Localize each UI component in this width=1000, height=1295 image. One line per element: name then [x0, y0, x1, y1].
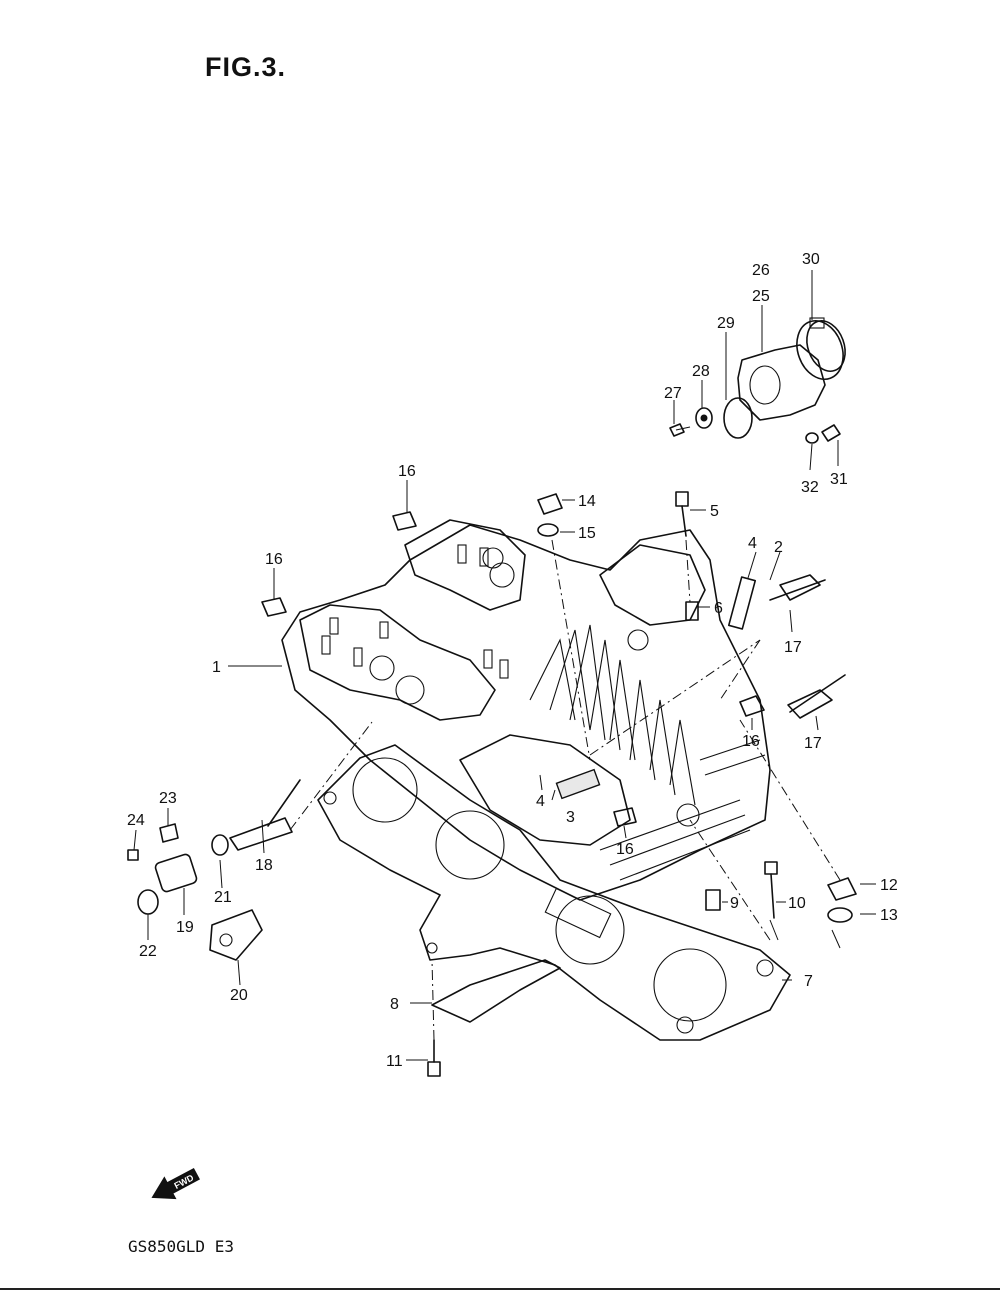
callout-31: 31 — [830, 471, 848, 488]
intake-pipe-assembly — [669, 317, 846, 444]
callout-2: 2 — [774, 539, 783, 556]
cylinder-head — [281, 519, 771, 901]
callout-30: 30 — [802, 251, 820, 268]
callout-27: 27 — [664, 385, 682, 402]
callout-10: 10 — [788, 895, 806, 912]
callout-18: 18 — [255, 857, 273, 874]
callout-12: 12 — [880, 877, 898, 894]
cam-chain-guide-16d — [613, 807, 637, 827]
cam-chain-guide-16c — [739, 695, 765, 717]
callout-13: 13 — [880, 907, 898, 924]
callout-26: 26 — [752, 262, 770, 279]
callout-15: 15 — [578, 525, 596, 542]
callout-16a: 16 — [398, 463, 416, 480]
leader-lines — [133, 270, 876, 1061]
callout-4b: 4 — [536, 793, 545, 810]
callout-5: 5 — [710, 503, 719, 520]
callout-16d: 16 — [616, 841, 634, 858]
callout-14: 14 — [578, 493, 596, 510]
callout-4a: 4 — [748, 535, 757, 552]
callout-1: 1 — [212, 659, 221, 676]
figure-title: FIG.3. — [205, 52, 287, 82]
callout-17b: 17 — [804, 735, 822, 752]
callout-16c: 16 — [742, 733, 760, 750]
callout-11: 11 — [386, 1053, 403, 1070]
callout-3: 3 — [566, 809, 575, 826]
callout-19: 19 — [176, 919, 194, 936]
callout-28: 28 — [692, 363, 710, 380]
bottom-border — [0, 1288, 1000, 1290]
callout-6: 6 — [714, 600, 723, 617]
callout-23: 23 — [159, 790, 177, 807]
callout-21: 21 — [214, 889, 232, 906]
callout-16b: 16 — [265, 551, 283, 568]
callout-7: 7 — [804, 973, 813, 990]
callout-32: 32 — [801, 479, 819, 496]
callout-20: 20 — [230, 987, 248, 1004]
callout-25: 25 — [752, 288, 770, 305]
head-gasket — [317, 744, 791, 1041]
oil-passage-gasket — [431, 959, 561, 1023]
callout-9: 9 — [730, 895, 739, 912]
callout-17a: 17 — [784, 639, 802, 656]
cam-chain-guide-16b — [261, 597, 287, 617]
callout-8: 8 — [390, 996, 399, 1013]
cam-chain-guide-16a — [392, 511, 417, 531]
small-parts — [127, 491, 857, 1077]
forward-direction-arrow: FWD — [151, 1167, 200, 1200]
callout-29: 29 — [717, 315, 735, 332]
callout-numbers: 1 2 3 4 4 5 6 7 8 9 10 11 12 13 14 15 16… — [127, 251, 898, 1070]
callout-24: 24 — [127, 812, 145, 829]
model-code: GS850GLD E3 — [128, 1237, 234, 1256]
callout-22: 22 — [139, 943, 157, 960]
